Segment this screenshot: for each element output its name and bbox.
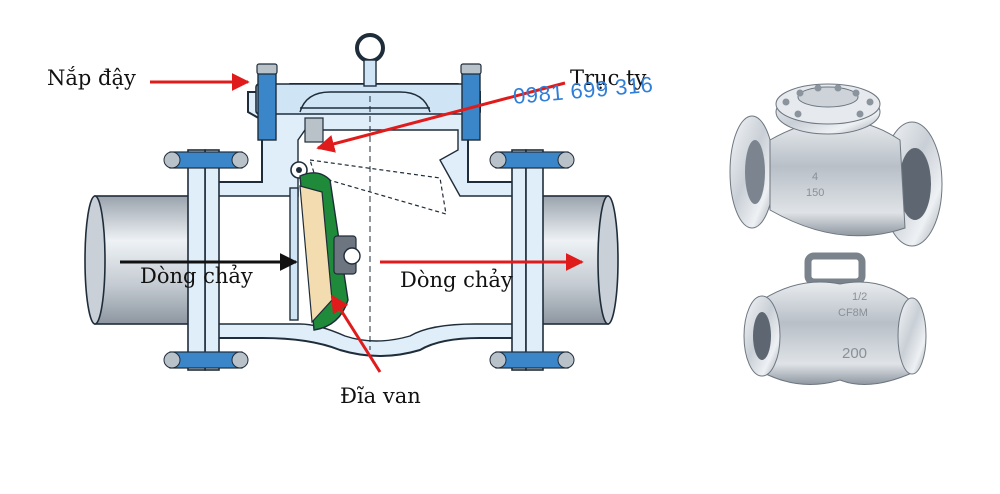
flanged-class-marking: 150: [806, 187, 824, 199]
cover-bolts: [256, 63, 482, 141]
hinge-arrow: [316, 81, 566, 153]
lifting-eyebolt: [355, 33, 385, 87]
threaded-size-marking: 1/2: [852, 291, 867, 303]
cover-label: Nắp đậy: [47, 66, 136, 90]
flow-out-label: Dòng chảy: [400, 268, 513, 292]
hinge-pin-label: Trục ty: [570, 66, 647, 90]
flanged-size-marking: 4: [812, 171, 818, 183]
disc-label: Đĩa van: [340, 384, 421, 408]
callout-arrows: [120, 73, 584, 373]
swing-arm-open: [309, 159, 447, 215]
cover-bonnet: [255, 83, 477, 115]
disc-arrow: [330, 294, 382, 373]
threaded-check-valve-photo: 1/2 CF8M 200: [743, 252, 927, 385]
threaded-material-marking: CF8M: [838, 307, 868, 319]
seat-ring: [289, 187, 299, 321]
flanges: [163, 149, 575, 371]
flow-in-label: Dòng chảy: [140, 264, 253, 288]
flanged-check-valve-photo: 4 150: [729, 83, 943, 247]
valve-body: [84, 33, 619, 371]
threaded-class-marking: 200: [842, 345, 867, 362]
